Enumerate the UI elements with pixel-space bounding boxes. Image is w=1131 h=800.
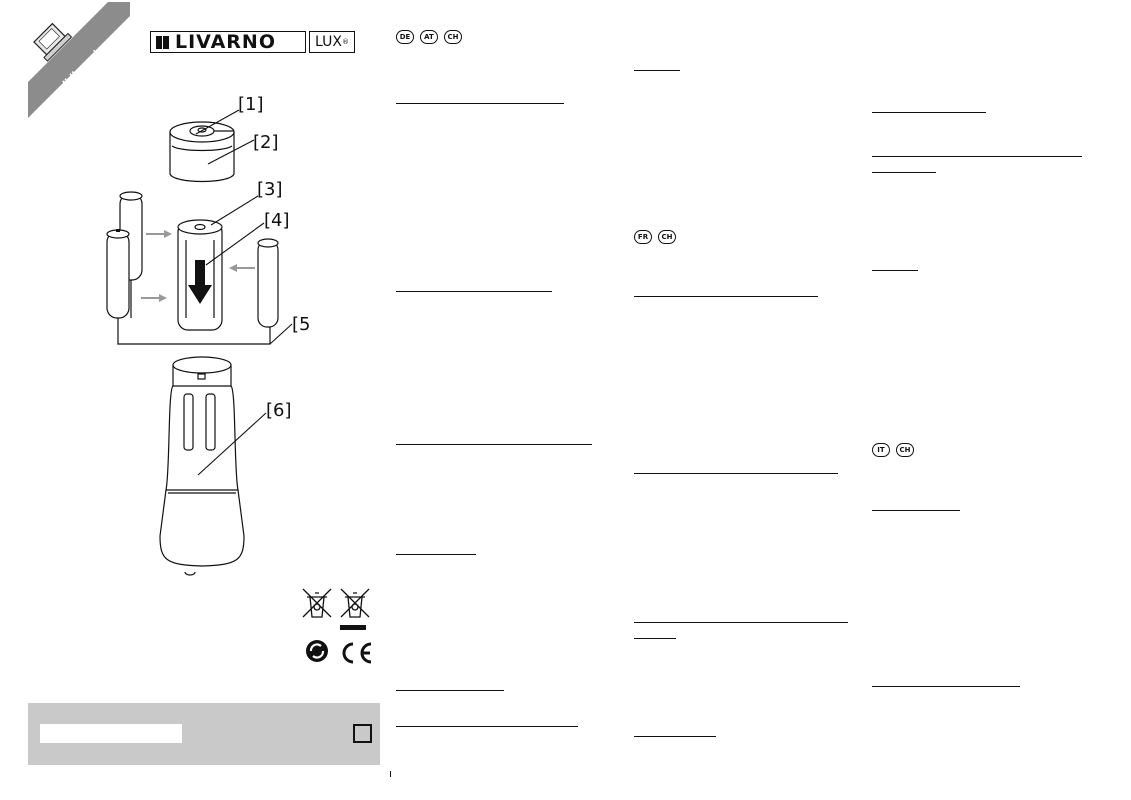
section-heading-rule	[872, 510, 960, 511]
end-cap-part	[169, 121, 235, 183]
language-badge-at: AT	[420, 30, 438, 44]
flashlight-body-part	[159, 356, 245, 576]
lidl-service-corner: www.lidl-service.com	[0, 0, 130, 130]
weee-crossed-battery-bin-icon	[340, 588, 370, 630]
brand-logo: LIVARNO LUX®	[150, 31, 355, 53]
section-heading-rule	[396, 554, 476, 555]
laptop-icon	[33, 22, 73, 62]
section-heading-rule	[396, 291, 552, 292]
language-badge-ch: CH	[896, 443, 914, 457]
section-heading-rule	[872, 686, 1020, 687]
section-heading-rule	[634, 622, 848, 623]
section-heading-rule	[872, 156, 1082, 157]
product-exploded-diagram: [1] [2] [3] [4] [5] [6]	[100, 90, 318, 580]
figure-label-4: [4]	[264, 210, 290, 231]
section-heading-rule	[634, 70, 680, 71]
language-badge-ch: CH	[658, 230, 676, 244]
section-heading-rule	[634, 296, 818, 297]
section-heading-rule	[396, 726, 578, 727]
figure-label-6: [6]	[266, 400, 292, 421]
language-badge-it: IT	[872, 443, 890, 457]
batteries-part	[106, 191, 279, 345]
language-group-it: IT CH	[872, 443, 914, 457]
section-heading-rule	[396, 444, 592, 445]
battery-holder-part	[177, 219, 223, 331]
section-heading-rule	[634, 736, 716, 737]
language-group-de: DE AT CH	[396, 30, 462, 44]
footer-checkbox-square	[353, 724, 372, 743]
brand-name: LIVARNO	[175, 31, 276, 53]
page-mark	[390, 771, 391, 777]
language-badge-ch: CH	[444, 30, 462, 44]
ce-mark-icon	[342, 642, 372, 664]
language-group-fr: FR CH	[634, 230, 676, 244]
brand-logo-mark	[156, 35, 169, 49]
language-badge-fr: FR	[634, 230, 652, 244]
section-heading-rule	[634, 638, 676, 639]
figure-label-2: [2]	[253, 132, 279, 153]
language-badge-de: DE	[396, 30, 414, 44]
figure-label-5: [5]	[292, 314, 310, 335]
section-heading-rule	[634, 473, 838, 474]
brand-suffix-box: LUX®	[309, 31, 355, 53]
section-heading-rule	[396, 103, 564, 104]
disposal-symbols	[297, 583, 377, 673]
weee-crossed-bin-icon	[302, 588, 332, 618]
brand-suffix: LUX	[315, 34, 342, 50]
figure-label-1: [1]	[238, 94, 264, 115]
green-dot-icon	[306, 640, 328, 662]
section-heading-rule	[396, 690, 504, 691]
brand-name-box: LIVARNO	[150, 31, 306, 53]
section-heading-rule	[872, 270, 918, 271]
footer-label-field	[40, 724, 182, 743]
section-heading-rule	[872, 172, 936, 173]
figure-label-3: [3]	[257, 179, 283, 200]
section-heading-rule	[872, 112, 986, 113]
